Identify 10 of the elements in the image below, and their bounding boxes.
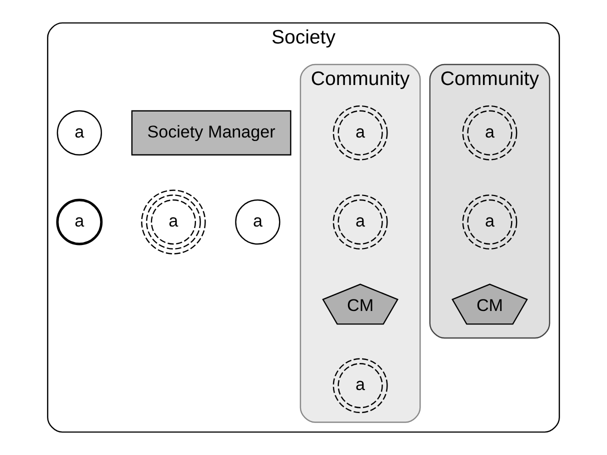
node-box: Society Manager <box>131 110 292 156</box>
node-circle: a <box>332 194 388 250</box>
node-circle: a <box>141 190 206 254</box>
node-circle: a <box>56 110 102 156</box>
node-circle: a <box>332 358 388 414</box>
node-circle: a <box>462 194 518 250</box>
node-circle: a <box>462 105 518 160</box>
node-circle: a <box>56 198 103 246</box>
node-circle: a <box>235 199 280 245</box>
node-circle: a <box>332 105 388 160</box>
